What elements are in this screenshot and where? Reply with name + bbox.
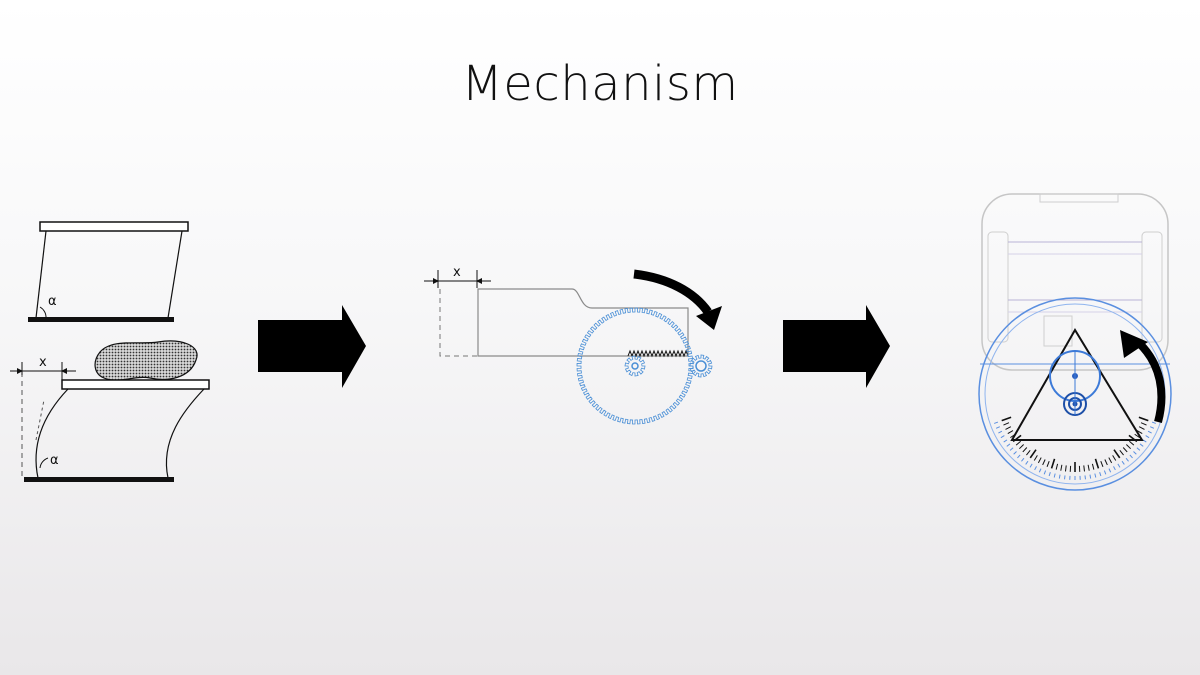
displacement-label-rack: x bbox=[453, 265, 461, 280]
dial-rotation-arrow-icon bbox=[1137, 341, 1166, 424]
flow-arrow-right-icon-2 bbox=[783, 305, 890, 388]
displacement-label-sample: x bbox=[39, 355, 47, 370]
rotation-arrowhead bbox=[696, 306, 722, 330]
device-dial-panel bbox=[978, 193, 1172, 491]
rack-teeth bbox=[627, 349, 689, 358]
small-gear-right bbox=[689, 354, 713, 378]
sample-blob bbox=[94, 340, 198, 381]
angle-label-top: α bbox=[48, 294, 57, 309]
dial-ring bbox=[978, 297, 1172, 491]
rack-pinion-panel: x bbox=[424, 265, 722, 425]
shear-sample-panel: α α x bbox=[10, 221, 210, 482]
slide-title: Mechanism bbox=[461, 56, 739, 112]
flow-arrow-right-icon bbox=[258, 305, 366, 388]
large-gear bbox=[576, 307, 694, 425]
dial-scale bbox=[994, 416, 1156, 480]
rack-body bbox=[477, 288, 689, 357]
deformed-frame: α x bbox=[10, 340, 210, 482]
small-gear-left bbox=[624, 355, 646, 377]
dial-rotation-arrowhead bbox=[1120, 330, 1148, 358]
angle-label-bottom: α bbox=[50, 453, 59, 468]
undeformed-frame: α bbox=[28, 221, 189, 322]
triangle-pointer bbox=[1010, 328, 1144, 441]
rotation-arrow-icon bbox=[633, 269, 712, 315]
